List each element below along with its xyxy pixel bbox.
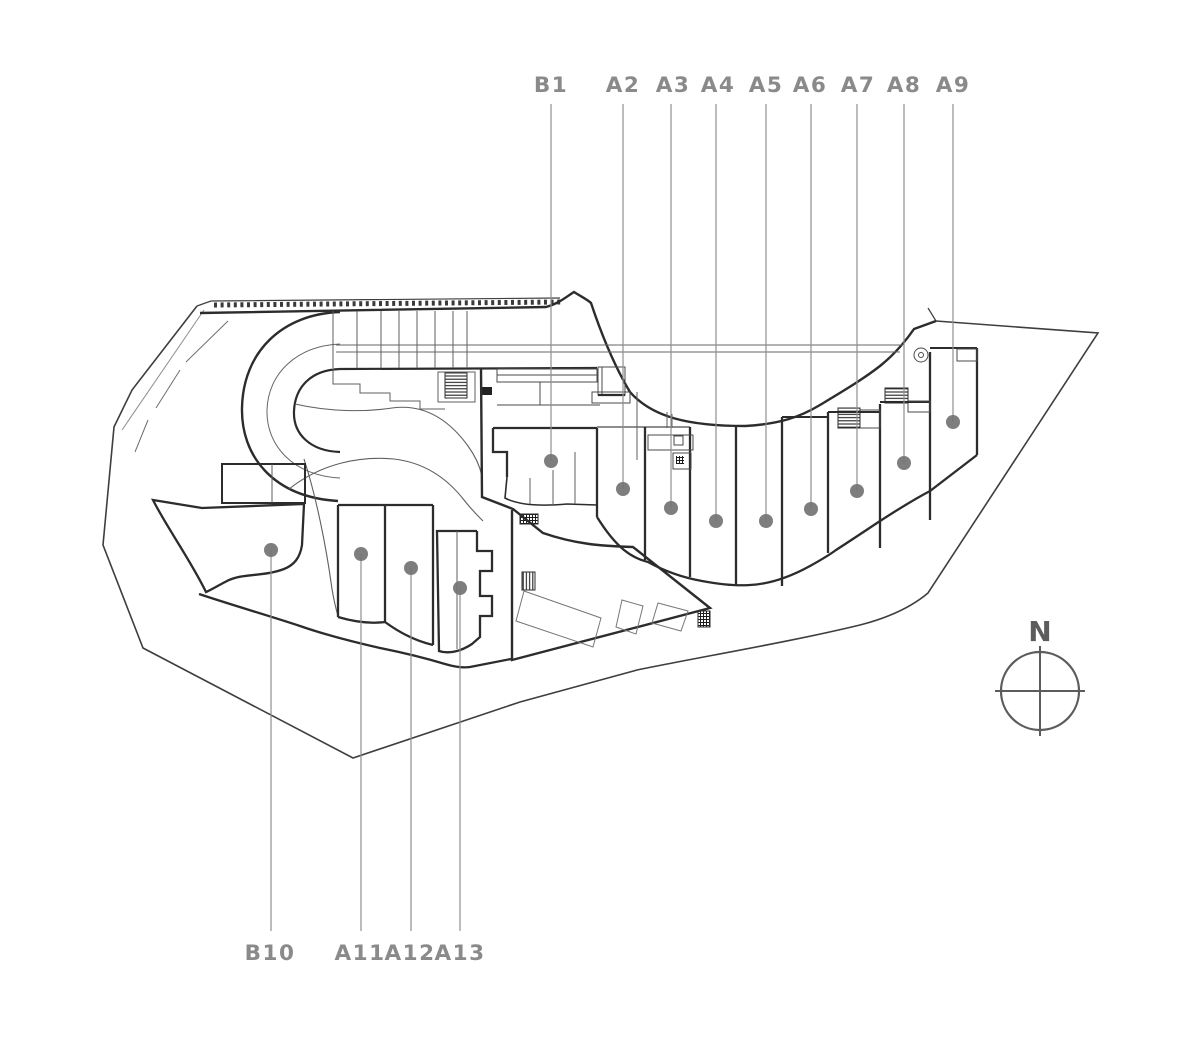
buildings-b10-a13: [150, 463, 512, 669]
stair-symbols: [437, 371, 909, 628]
unit-label-A12: A12: [384, 941, 435, 966]
unit-dot-A3: [664, 501, 678, 515]
building-b1: [491, 426, 599, 517]
central-zigzag-and-wedge: [479, 367, 713, 662]
unit-dot-A6: [804, 502, 818, 516]
unit-label-A8: A8: [887, 73, 922, 98]
unit-dot-A12: [404, 561, 418, 575]
unit-dot-A4: [709, 514, 723, 528]
garden-curves: [288, 403, 484, 617]
retaining-wall-hatch: [134, 299, 562, 453]
road-edges: [199, 290, 937, 428]
compass-north-label: N: [1028, 615, 1051, 648]
compass-cross: [995, 646, 1085, 736]
units-a2-a9: [596, 347, 979, 587]
unit-dot-B10: [264, 543, 278, 557]
unit-label-A4: A4: [701, 73, 736, 98]
unit-label-A9: A9: [936, 73, 971, 98]
unit-dot-A9: [946, 415, 960, 429]
garage-bays: [332, 311, 468, 410]
carports-top: [496, 366, 631, 406]
unit-dot-A5: [759, 514, 773, 528]
unit-label-A3: A3: [656, 73, 691, 98]
hairpin-road: [240, 310, 341, 503]
unit-dot-A2: [616, 482, 630, 496]
unit-dot-A13: [453, 581, 467, 595]
unit-markers-top: B1 A2 A3 A4 A5 A6 A7 A8 A9: [534, 73, 971, 528]
unit-dot-B1: [544, 454, 558, 468]
unit-dot-A8: [897, 456, 911, 470]
unit-label-A11: A11: [334, 941, 385, 966]
unit-dot-A11: [354, 547, 368, 561]
north-compass: N: [995, 615, 1085, 736]
unit-label-B1: B1: [534, 73, 568, 98]
unit-label-A7: A7: [841, 73, 876, 98]
unit-label-A6: A6: [793, 73, 828, 98]
unit-label-A13: A13: [434, 941, 485, 966]
unit-label-A2: A2: [606, 73, 641, 98]
site-boundary: [102, 297, 1100, 759]
unit-dot-A7: [850, 484, 864, 498]
unit-label-B10: B10: [245, 941, 296, 966]
unit-label-A5: A5: [749, 73, 784, 98]
